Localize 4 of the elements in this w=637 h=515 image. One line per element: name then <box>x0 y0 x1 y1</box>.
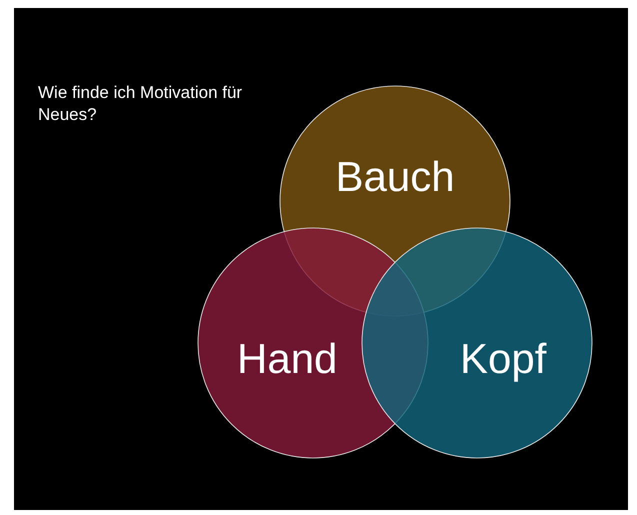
title: Wie finde ich Motivation für Neues? <box>38 82 244 126</box>
circle-label: Hand <box>237 335 338 383</box>
circle-label: Bauch <box>336 153 455 201</box>
circle-label: Kopf <box>460 335 546 383</box>
